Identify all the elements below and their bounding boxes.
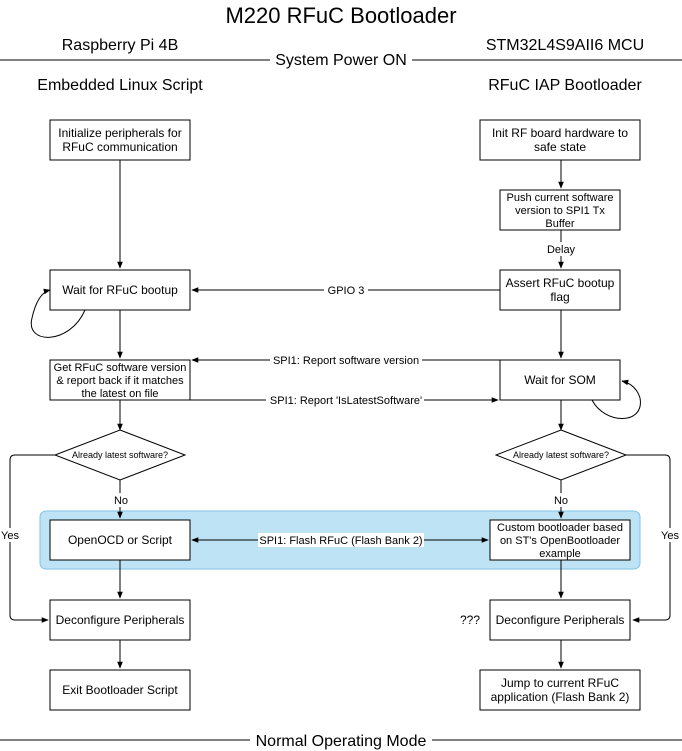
node-label-line: application (Flash Bank 2) [491,690,630,704]
edge-label-spi-report-latest: SPI1: Report 'IsLatestSoftware' [270,395,422,407]
svg-text:Exit Bootloader Script: Exit Bootloader Script [62,683,178,697]
left-device-header: Raspberry Pi 4B [62,37,179,54]
node-label-line: on ST's OpenBootloader [500,535,620,547]
edge-right-wait-loop [591,379,641,419]
right-node-wait-som: Wait for SOM [499,359,621,401]
edge-label-left-no: No [114,495,128,507]
node-label-line: example [539,548,581,560]
left-column-header: Embedded Linux Script [37,77,203,94]
svg-text:OpenOCD or Script: OpenOCD or Script [68,533,173,547]
left-decision: Already latest software? [53,429,187,481]
node-label-line: Exit Bootloader Script [62,683,178,697]
end-phase-label: Normal Operating Mode [256,733,427,750]
node-label-line: flag [550,290,569,304]
node-label-line: & report back if it matches [56,375,184,387]
node-label-line: Deconfigure Peripherals [56,613,185,627]
node-label-line: Wait for SOM [524,373,596,387]
left-node-wait: Wait for RFuC bootup [49,269,191,311]
right-node-deconfig: Deconfigure Peripherals [489,599,631,641]
svg-text:Deconfigure Peripherals: Deconfigure Peripherals [496,613,625,627]
start-phase-label: System Power ON [275,52,407,69]
edge-left-wait-loop [30,288,86,338]
node-label-line: Buffer [545,218,574,230]
node-label-line: Jump to current RFuC [501,676,619,690]
svg-text:Already latest software?: Already latest software? [72,450,168,460]
node-label-line: Get RFuC software version [54,362,187,374]
node-label-line: safe state [534,140,586,154]
edge-label-delay: Delay [547,244,576,256]
edge-label-spi-flash: SPI1: Flash RFuC (Flash Bank 2) [259,535,422,547]
left-node-get-version: Get RFuC software version& report back i… [49,359,191,401]
edge-label-gpio: GPIO 3 [328,285,365,297]
svg-text:Already latest software?: Already latest software? [513,450,609,460]
node-label-line: Custom bootloader based [497,522,623,534]
edge-label-left-yes: Yes [1,530,19,542]
left-node-flash: OpenOCD or Script [49,519,191,561]
svg-text:Get RFuC software version& rep: Get RFuC software version& report back i… [54,362,187,400]
edge-label-spi-report-version: SPI1: Report software version [273,355,419,367]
node-label-line: OpenOCD or Script [68,533,173,547]
node-label-line: Deconfigure Peripherals [496,613,625,627]
node-label-line: Initialize peripherals for [58,126,181,140]
right-device-header: STM32L4S9AII6 MCU [486,37,644,54]
node-label-line: RFuC communication [62,140,177,154]
node-label-line: Assert RFuC bootup [506,276,615,290]
right-decision: Already latest software? [494,429,628,481]
node-label-line: Init RF board hardware to [492,126,628,140]
node-label-line: version to SPI1 Tx [515,205,605,217]
svg-text:Wait for SOM: Wait for SOM [524,373,596,387]
left-node-deconfig: Deconfigure Peripherals [49,599,191,641]
node-label-line: Wait for RFuC bootup [62,283,178,297]
diagram-title: M220 RFuC Bootloader [225,3,456,28]
svg-text:Deconfigure Peripherals: Deconfigure Peripherals [56,613,185,627]
unknown-label: ??? [460,613,480,627]
edge-label-right-no: No [554,495,568,507]
right-column-header: RFuC IAP Bootloader [488,77,642,94]
svg-text:Wait for RFuC bootup: Wait for RFuC bootup [62,283,178,297]
edge-label-right-yes: Yes [661,530,679,542]
left-node-exit: Exit Bootloader Script [49,669,191,711]
node-label-line: the latest on file [81,388,158,400]
node-label-line: Push current software [507,192,614,204]
